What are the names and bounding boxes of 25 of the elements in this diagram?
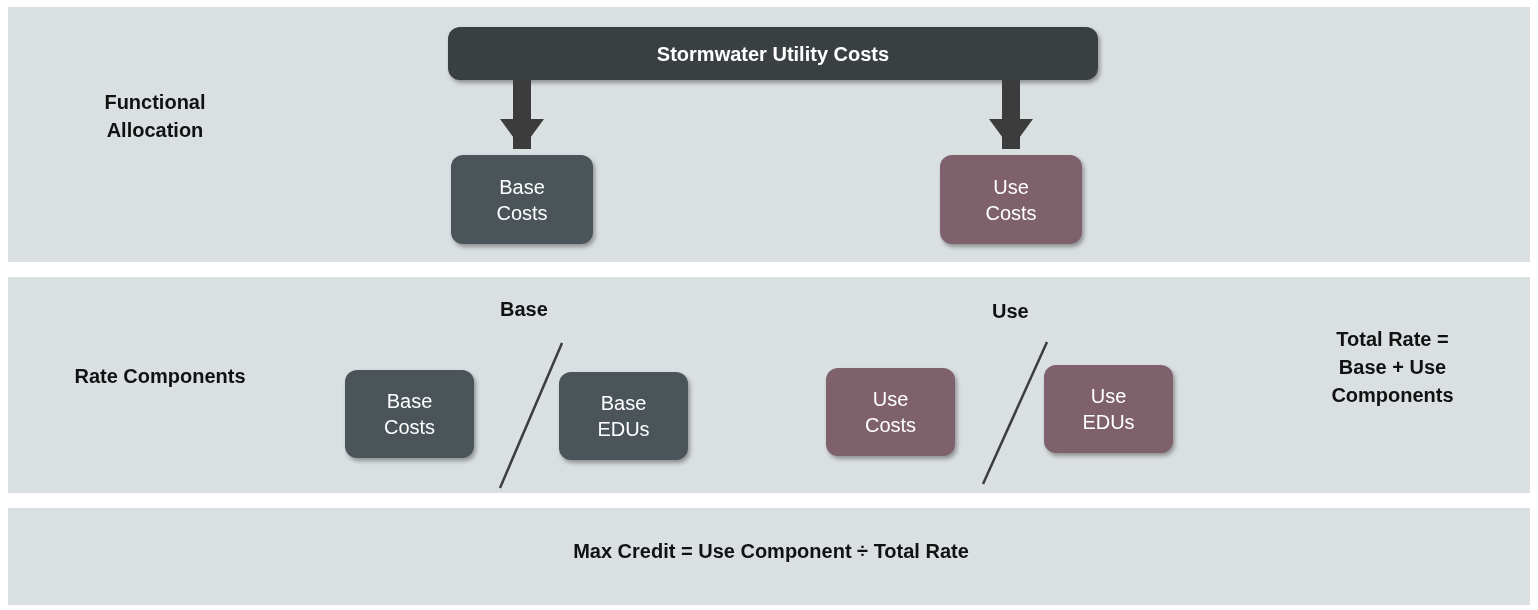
- section-label: Functional Allocation: [103, 90, 207, 143]
- section-label: Max Credit = Use Component ÷ Total Rate: [572, 539, 970, 564]
- box-label: Base EDUs: [596, 391, 651, 442]
- box-label: Base Costs: [382, 389, 437, 440]
- box-label: Use EDUs: [1081, 384, 1136, 435]
- fraction-heading: Base: [500, 298, 548, 321]
- section-band: [8, 7, 1530, 262]
- process-box: [448, 27, 1098, 80]
- process-box: [559, 372, 688, 460]
- fraction-heading: Use: [992, 300, 1029, 323]
- arrow: [989, 80, 1033, 149]
- process-box: [451, 155, 593, 244]
- process-box: [940, 155, 1082, 244]
- process-box: [1044, 365, 1173, 453]
- section-band: [8, 277, 1530, 493]
- section-band: [8, 508, 1530, 605]
- process-box: [345, 370, 474, 458]
- box-label: Stormwater Utility Costs: [655, 41, 891, 67]
- box-label: Base Costs: [495, 174, 549, 226]
- box-label: Use Costs: [984, 174, 1038, 226]
- section-label: Total Rate = Base + Use Components: [1330, 327, 1455, 408]
- arrow: [500, 80, 544, 149]
- process-box: [826, 368, 955, 456]
- section-label: Rate Components: [73, 364, 247, 389]
- box-label: Use Costs: [863, 387, 918, 438]
